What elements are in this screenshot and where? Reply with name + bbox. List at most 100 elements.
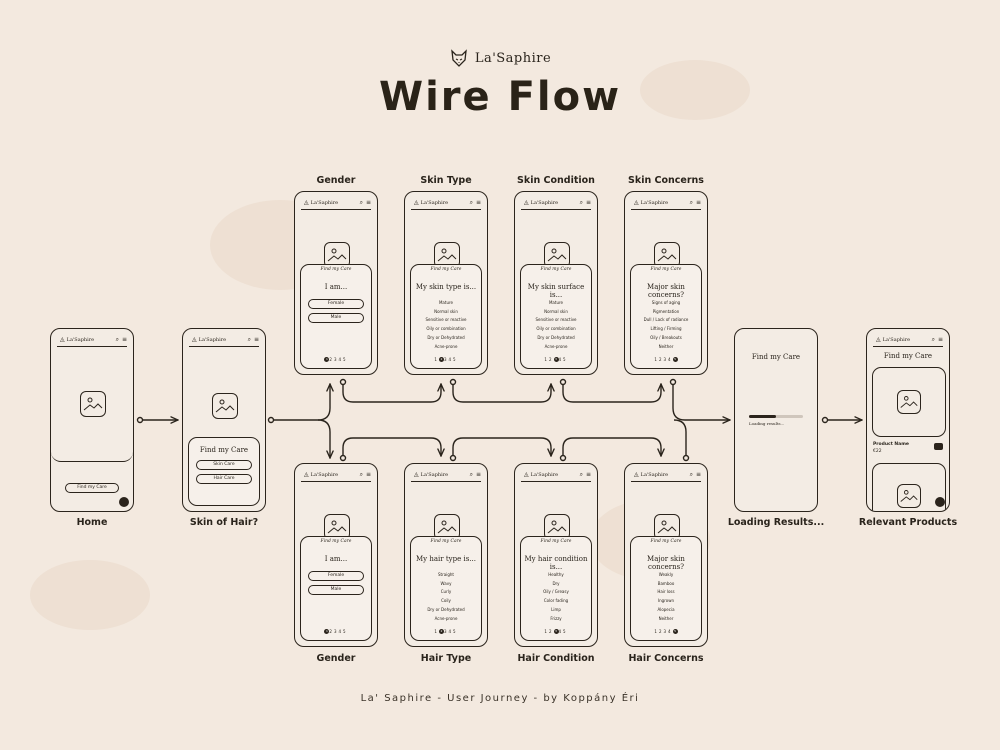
image-placeholder-icon — [897, 390, 921, 414]
answer-button[interactable]: Female — [308, 571, 364, 581]
image-placeholder-icon — [80, 391, 106, 417]
menu-icon[interactable]: ≡ — [253, 336, 259, 343]
find-my-care-button[interactable]: Find my Care — [65, 483, 119, 493]
answer-option[interactable]: Neither — [658, 343, 674, 349]
menu-icon[interactable]: ≡ — [695, 471, 701, 478]
search-icon[interactable]: ⌕ — [359, 198, 363, 206]
menu-icon[interactable]: ≡ — [121, 336, 127, 343]
answer-option[interactable]: Pigmentation — [652, 308, 680, 314]
screen-label-home: Home — [76, 517, 108, 528]
add-to-cart-icon[interactable] — [934, 443, 943, 450]
hair-care-button[interactable]: Hair Care — [196, 474, 252, 484]
menu-icon[interactable]: ≡ — [475, 199, 481, 206]
answer-option[interactable]: Frizzy — [550, 615, 562, 621]
search-icon[interactable]: ⌕ — [579, 470, 583, 478]
answer-option[interactable]: Weakly — [658, 572, 674, 577]
cat-logo-icon: ◬ — [876, 336, 881, 343]
product-name[interactable]: Product Name — [873, 442, 909, 447]
answer-option[interactable]: Healthy — [548, 572, 564, 577]
answer-option[interactable]: Straight — [438, 572, 454, 577]
answer-option[interactable]: Acne-prone — [434, 615, 458, 621]
answer-option[interactable]: Normal skin — [434, 308, 458, 314]
answer-option[interactable]: Mature — [548, 300, 564, 305]
search-icon[interactable]: ⌕ — [469, 198, 473, 206]
skin-care-button[interactable]: Skin Care — [196, 460, 252, 470]
question-sheet: Find my Care My hair type is... Straight… — [410, 536, 482, 641]
step-dot: 5 — [563, 628, 568, 634]
answer-option[interactable]: Bamboo — [657, 580, 675, 586]
answer-option[interactable]: Lifting / Firming — [650, 326, 682, 332]
hair-quiz-screen: ◬ La'Saphire ⌕ ≡ Find my Care Major skin… — [624, 463, 708, 647]
menu-icon[interactable]: ≡ — [585, 199, 591, 206]
answer-option[interactable]: Alopecia — [657, 606, 675, 612]
answer-option[interactable]: Ingrown — [657, 598, 675, 604]
menu-icon[interactable]: ≡ — [695, 199, 701, 206]
search-icon[interactable]: ⌕ — [689, 198, 693, 206]
product-card-image[interactable] — [872, 367, 946, 437]
answer-option[interactable]: Dry or Dehydrated — [427, 334, 465, 340]
question-sheet: Find my Care My skin surface is... Matur… — [520, 264, 592, 369]
menu-icon[interactable]: ≡ — [585, 471, 591, 478]
step-dot: 2 — [329, 356, 334, 362]
answer-option[interactable]: Oily or combination — [536, 326, 576, 332]
answer-option[interactable]: Sensitive or reactive — [535, 317, 577, 323]
step-dot: 2 — [658, 628, 664, 634]
menu-icon[interactable]: ≡ — [475, 471, 481, 478]
skin-quiz-screen: ◬ La'Saphire ⌕ ≡ Find my Care My skin su… — [514, 191, 598, 375]
search-icon[interactable]: ⌕ — [359, 470, 363, 478]
question-text: My skin type is... — [415, 283, 477, 291]
answer-option[interactable]: Dry or Dehydrated — [537, 334, 575, 340]
hair-quiz-screen: ◬ La'Saphire ⌕ ≡ Find my Care My hair co… — [514, 463, 598, 647]
search-icon[interactable]: ⌕ — [469, 470, 473, 478]
answer-option[interactable]: Wavy — [440, 580, 452, 586]
phone-header: ◬ La'Saphire ⌕ ≡ — [301, 470, 371, 482]
answer-option[interactable]: Mature — [438, 300, 454, 305]
answer-option[interactable]: Dry — [552, 580, 560, 586]
brand-name: La'Saphire — [474, 50, 552, 66]
search-icon[interactable]: ⌕ — [115, 335, 119, 343]
question-text: My hair condition is... — [524, 555, 588, 571]
answer-option[interactable]: Oily / Breakouts — [650, 334, 682, 340]
menu-icon[interactable]: ≡ — [365, 199, 371, 206]
menu-icon[interactable]: ≡ — [365, 471, 371, 478]
brand-header: La'Saphire — [0, 48, 1000, 72]
answer-option[interactable]: Normal skin — [544, 308, 568, 314]
phone-header: ◬ La'Saphire ⌕ ≡ — [411, 470, 481, 482]
search-icon[interactable]: ⌕ — [579, 198, 583, 206]
answer-option[interactable]: Signs of aging — [651, 300, 681, 305]
search-icon[interactable]: ⌕ — [247, 335, 251, 343]
answer-option[interactable]: Acne-prone — [434, 343, 458, 349]
answer-option[interactable]: Color fading — [543, 598, 569, 604]
answer-option[interactable]: Oily / Greasy — [543, 589, 569, 595]
answer-option[interactable]: Acne-prone — [544, 343, 568, 349]
product-card-image[interactable] — [872, 463, 946, 511]
answer-button[interactable]: Female — [308, 299, 364, 309]
skin-or-hair-screen: ◬ La'Saphire ⌕ ≡ Find my Care Skin Care … — [182, 328, 266, 512]
answer-option[interactable]: Neither — [658, 615, 674, 621]
answer-button[interactable]: Male — [308, 585, 364, 595]
answer-option[interactable]: Hair loss — [657, 589, 675, 595]
chat-icon[interactable] — [119, 497, 129, 507]
background-stain — [30, 560, 150, 630]
sheet-title: Find my Care — [320, 267, 352, 272]
cat-logo-icon: ◬ — [414, 199, 419, 206]
answer-option[interactable]: Curly — [440, 589, 452, 595]
phone-header: ◬ La'Saphire ⌕ ≡ — [631, 470, 701, 482]
loading-progress-fill — [749, 415, 776, 418]
answer-option[interactable]: Sensitive or reactive — [425, 317, 467, 323]
answer-option[interactable]: Oily or combination — [426, 326, 466, 332]
menu-icon[interactable]: ≡ — [937, 336, 943, 343]
answer-option[interactable]: Coily — [441, 598, 451, 604]
answer-option[interactable]: Limp — [551, 606, 561, 612]
chat-icon[interactable] — [935, 497, 945, 507]
answer-option[interactable]: Dry or Dehydrated — [427, 606, 465, 612]
step-dot: 3 — [443, 628, 449, 634]
search-icon[interactable]: ⌕ — [931, 335, 935, 343]
answer-option[interactable]: Dull / Lack of radiance — [643, 317, 689, 323]
answer-button[interactable]: Male — [308, 313, 364, 323]
header-logo: La'Saphire — [420, 199, 449, 206]
search-icon[interactable]: ⌕ — [689, 470, 693, 478]
